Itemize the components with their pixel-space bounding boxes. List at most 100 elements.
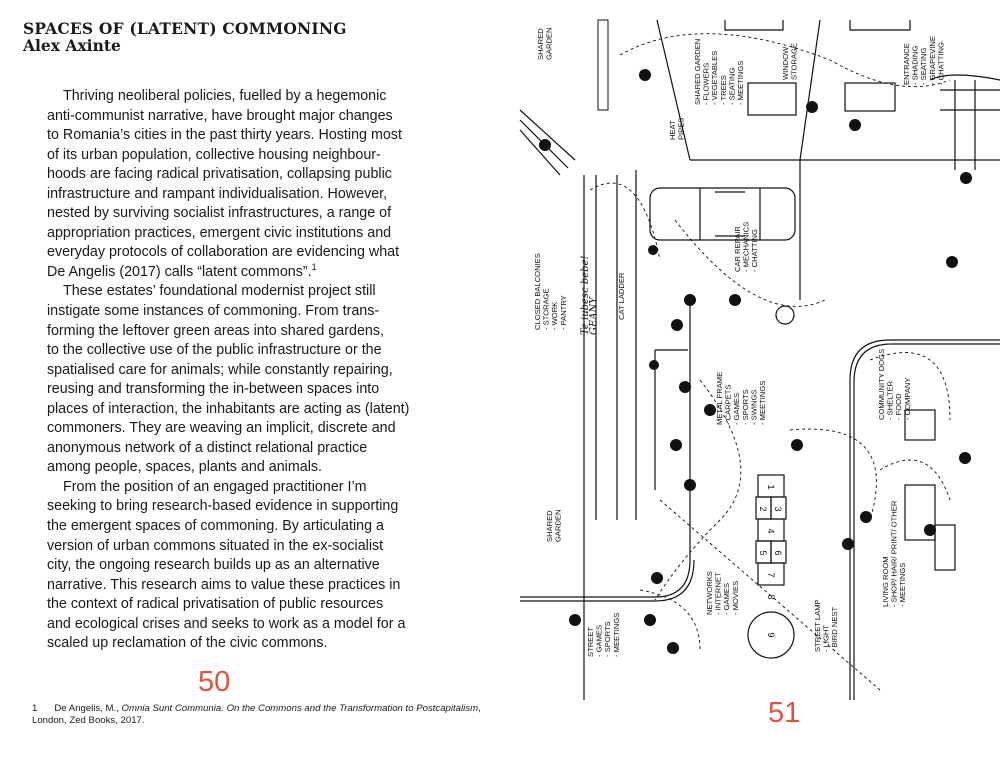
- label-line: STREET LAMP: [813, 599, 822, 652]
- label-line: - CHATTING: [750, 229, 759, 272]
- label-line: - BIRD NEST: [830, 606, 839, 652]
- label-line: COMMUNITY DOGS: [877, 349, 886, 420]
- body-line-text: nested by surviving socialist infrastruc…: [47, 205, 392, 222]
- label-line: HEAT: [668, 120, 677, 140]
- body-line-text: appropriation practices, emergent civic …: [47, 224, 392, 241]
- label-line: - MOVIES: [731, 581, 740, 615]
- label-line: - SHELTER: [886, 380, 895, 420]
- body-line-text: spatialised care for animals; while cons…: [47, 361, 393, 378]
- body-line: anti-communist narrative, have brought m…: [47, 107, 417, 127]
- hopscotch-number: 2: [758, 506, 768, 511]
- label-community-dogs: COMMUNITY DOGS- SHELTER- FOOD- COMPANY: [877, 349, 912, 420]
- body-line-text: seeking to bring research-based evidence…: [47, 498, 399, 515]
- label-line: - GAMES: [595, 625, 604, 657]
- label-line: - CHATTING: [936, 42, 945, 85]
- label-line: GARDEN: [545, 28, 554, 61]
- left-page: SPACES OF (LATENT) COMMONING Alex Axinte…: [23, 20, 481, 727]
- body-line-text: Thriving neoliberal policies, fuelled by…: [63, 88, 387, 104]
- body-line-text: anonymous network of a distinct relation…: [47, 439, 368, 456]
- label-line: - MEETINGS: [898, 563, 907, 607]
- body-line: everyday protocols of collaboration are …: [47, 243, 417, 263]
- footnote-reference: 1: [311, 262, 317, 273]
- body-line: De Angelis (2017) calls “latent commons”…: [47, 263, 417, 283]
- label-line: - INTERNET: [714, 572, 723, 615]
- label-line: - COMPANY: [903, 378, 912, 420]
- label-cat-ladder: CAT LADDER: [617, 272, 626, 320]
- body-line: narrative. This research aims to value t…: [47, 576, 417, 596]
- body-line: instigate some instances of commoning. F…: [47, 302, 417, 322]
- label-line: SHARED: [536, 28, 545, 60]
- label-line: - VEGETABLES: [710, 51, 719, 105]
- label-graffiti: Te iubesc bebe!GEANY: [580, 255, 600, 335]
- people-figures: [539, 69, 972, 654]
- manhole: [775, 305, 795, 325]
- curb: [520, 300, 691, 598]
- label-line: - MEETINGS: [612, 613, 621, 657]
- body-line: Thriving neoliberal policies, fuelled by…: [47, 87, 417, 107]
- label-line: - MEETINGS: [736, 61, 745, 105]
- body-line-text: De Angelis (2017) calls “latent commons”…: [47, 263, 312, 280]
- body-line: infrastructure and rampant individualisa…: [47, 185, 417, 205]
- label-entrance: ENTRANCE- SHADING- SEATING- GRAPEVINE- C…: [902, 36, 945, 85]
- label-line: - GAMES: [722, 583, 731, 615]
- body-line-text: hoods are facing radical privatisation, …: [47, 166, 392, 183]
- label-shared-garden-courtyard: SHARED GARDEN- FLOWERS- VEGETABLES- TREE…: [693, 39, 745, 105]
- hopscotch-number: 3: [773, 506, 783, 511]
- label-line: NETWORKS: [705, 571, 714, 615]
- label-street-lamp: STREET LAMP- LIGHT- BIRD NEST: [813, 599, 839, 652]
- label-line: - FOOD: [894, 393, 903, 420]
- body-line: From the position of an engaged practiti…: [47, 478, 417, 498]
- label-line: - GAMES: [732, 393, 741, 425]
- window-storage-box: [844, 82, 896, 112]
- label-line: - SHADING: [911, 46, 920, 85]
- courtyard-edges: [656, 19, 821, 161]
- body-line-text: the context of radical privatisation of …: [47, 596, 384, 613]
- article-body: Thriving neoliberal policies, fuelled by…: [47, 87, 417, 654]
- body-line: spatialised care for animals; while cons…: [47, 361, 417, 381]
- body-line-text: forming the leftover green areas into sh…: [47, 322, 384, 339]
- body-line: appropriation practices, emergent civic …: [47, 224, 417, 244]
- page-number: 51: [768, 697, 801, 729]
- label-line: CAT LADDER: [617, 272, 626, 320]
- body-line-text: the emergent spaces of commoning. By art…: [47, 518, 384, 535]
- label-line: GEANY: [589, 296, 600, 335]
- sidewalk-lines: [583, 175, 618, 700]
- hopscotch-number: 5: [758, 550, 768, 555]
- car-icon: [649, 187, 796, 241]
- label-line: CAR REPAIR: [733, 226, 742, 272]
- body-line: to the collective use of the public infr…: [47, 341, 417, 361]
- label-line: METAL FRAME: [715, 372, 724, 425]
- label-line: CLOSED BALCONIES: [533, 253, 542, 330]
- body-line: of its urban population, collective hous…: [47, 146, 417, 166]
- body-line-text: everyday protocols of collaboration are …: [47, 244, 400, 261]
- label-line: WINDOW: [781, 46, 790, 80]
- label-line: SHARED GARDEN: [693, 39, 702, 105]
- label-line: - SEATING: [919, 47, 928, 85]
- hatched-wall: [597, 19, 609, 111]
- body-line-text: to Romania’s cities in the past thirty y…: [47, 127, 402, 144]
- label-line: - WORK: [550, 302, 559, 330]
- pergola: [929, 74, 1000, 170]
- metal-frame: [654, 349, 688, 490]
- hopscotch-number: 8: [766, 594, 776, 599]
- body-line-text: anti-communist narrative, have brought m…: [47, 107, 393, 124]
- hopscotch-number: 4: [766, 528, 776, 533]
- body-line: nested by surviving socialist infrastruc…: [47, 204, 417, 224]
- body-line: reusing and transforming the in-between …: [47, 380, 417, 400]
- body-line-text: narrative. This research aims to value t…: [47, 576, 401, 593]
- window-storage-box: [747, 82, 797, 116]
- label-line: - TREES: [719, 75, 728, 105]
- body-line-text: to the collective use of the public infr…: [47, 342, 382, 359]
- body-line: seeking to bring research-based evidence…: [47, 497, 417, 517]
- footnote-author: De Angelis, M.,: [54, 703, 122, 714]
- body-line-text: From the position of an engaged practiti…: [63, 478, 367, 495]
- label-car-repair: CAR REPAIR- MECHANICS- CHATTING: [733, 222, 759, 272]
- body-line-text: among people, spaces, plants and animals…: [47, 459, 322, 476]
- article-author: Alex Axinte: [23, 36, 121, 55]
